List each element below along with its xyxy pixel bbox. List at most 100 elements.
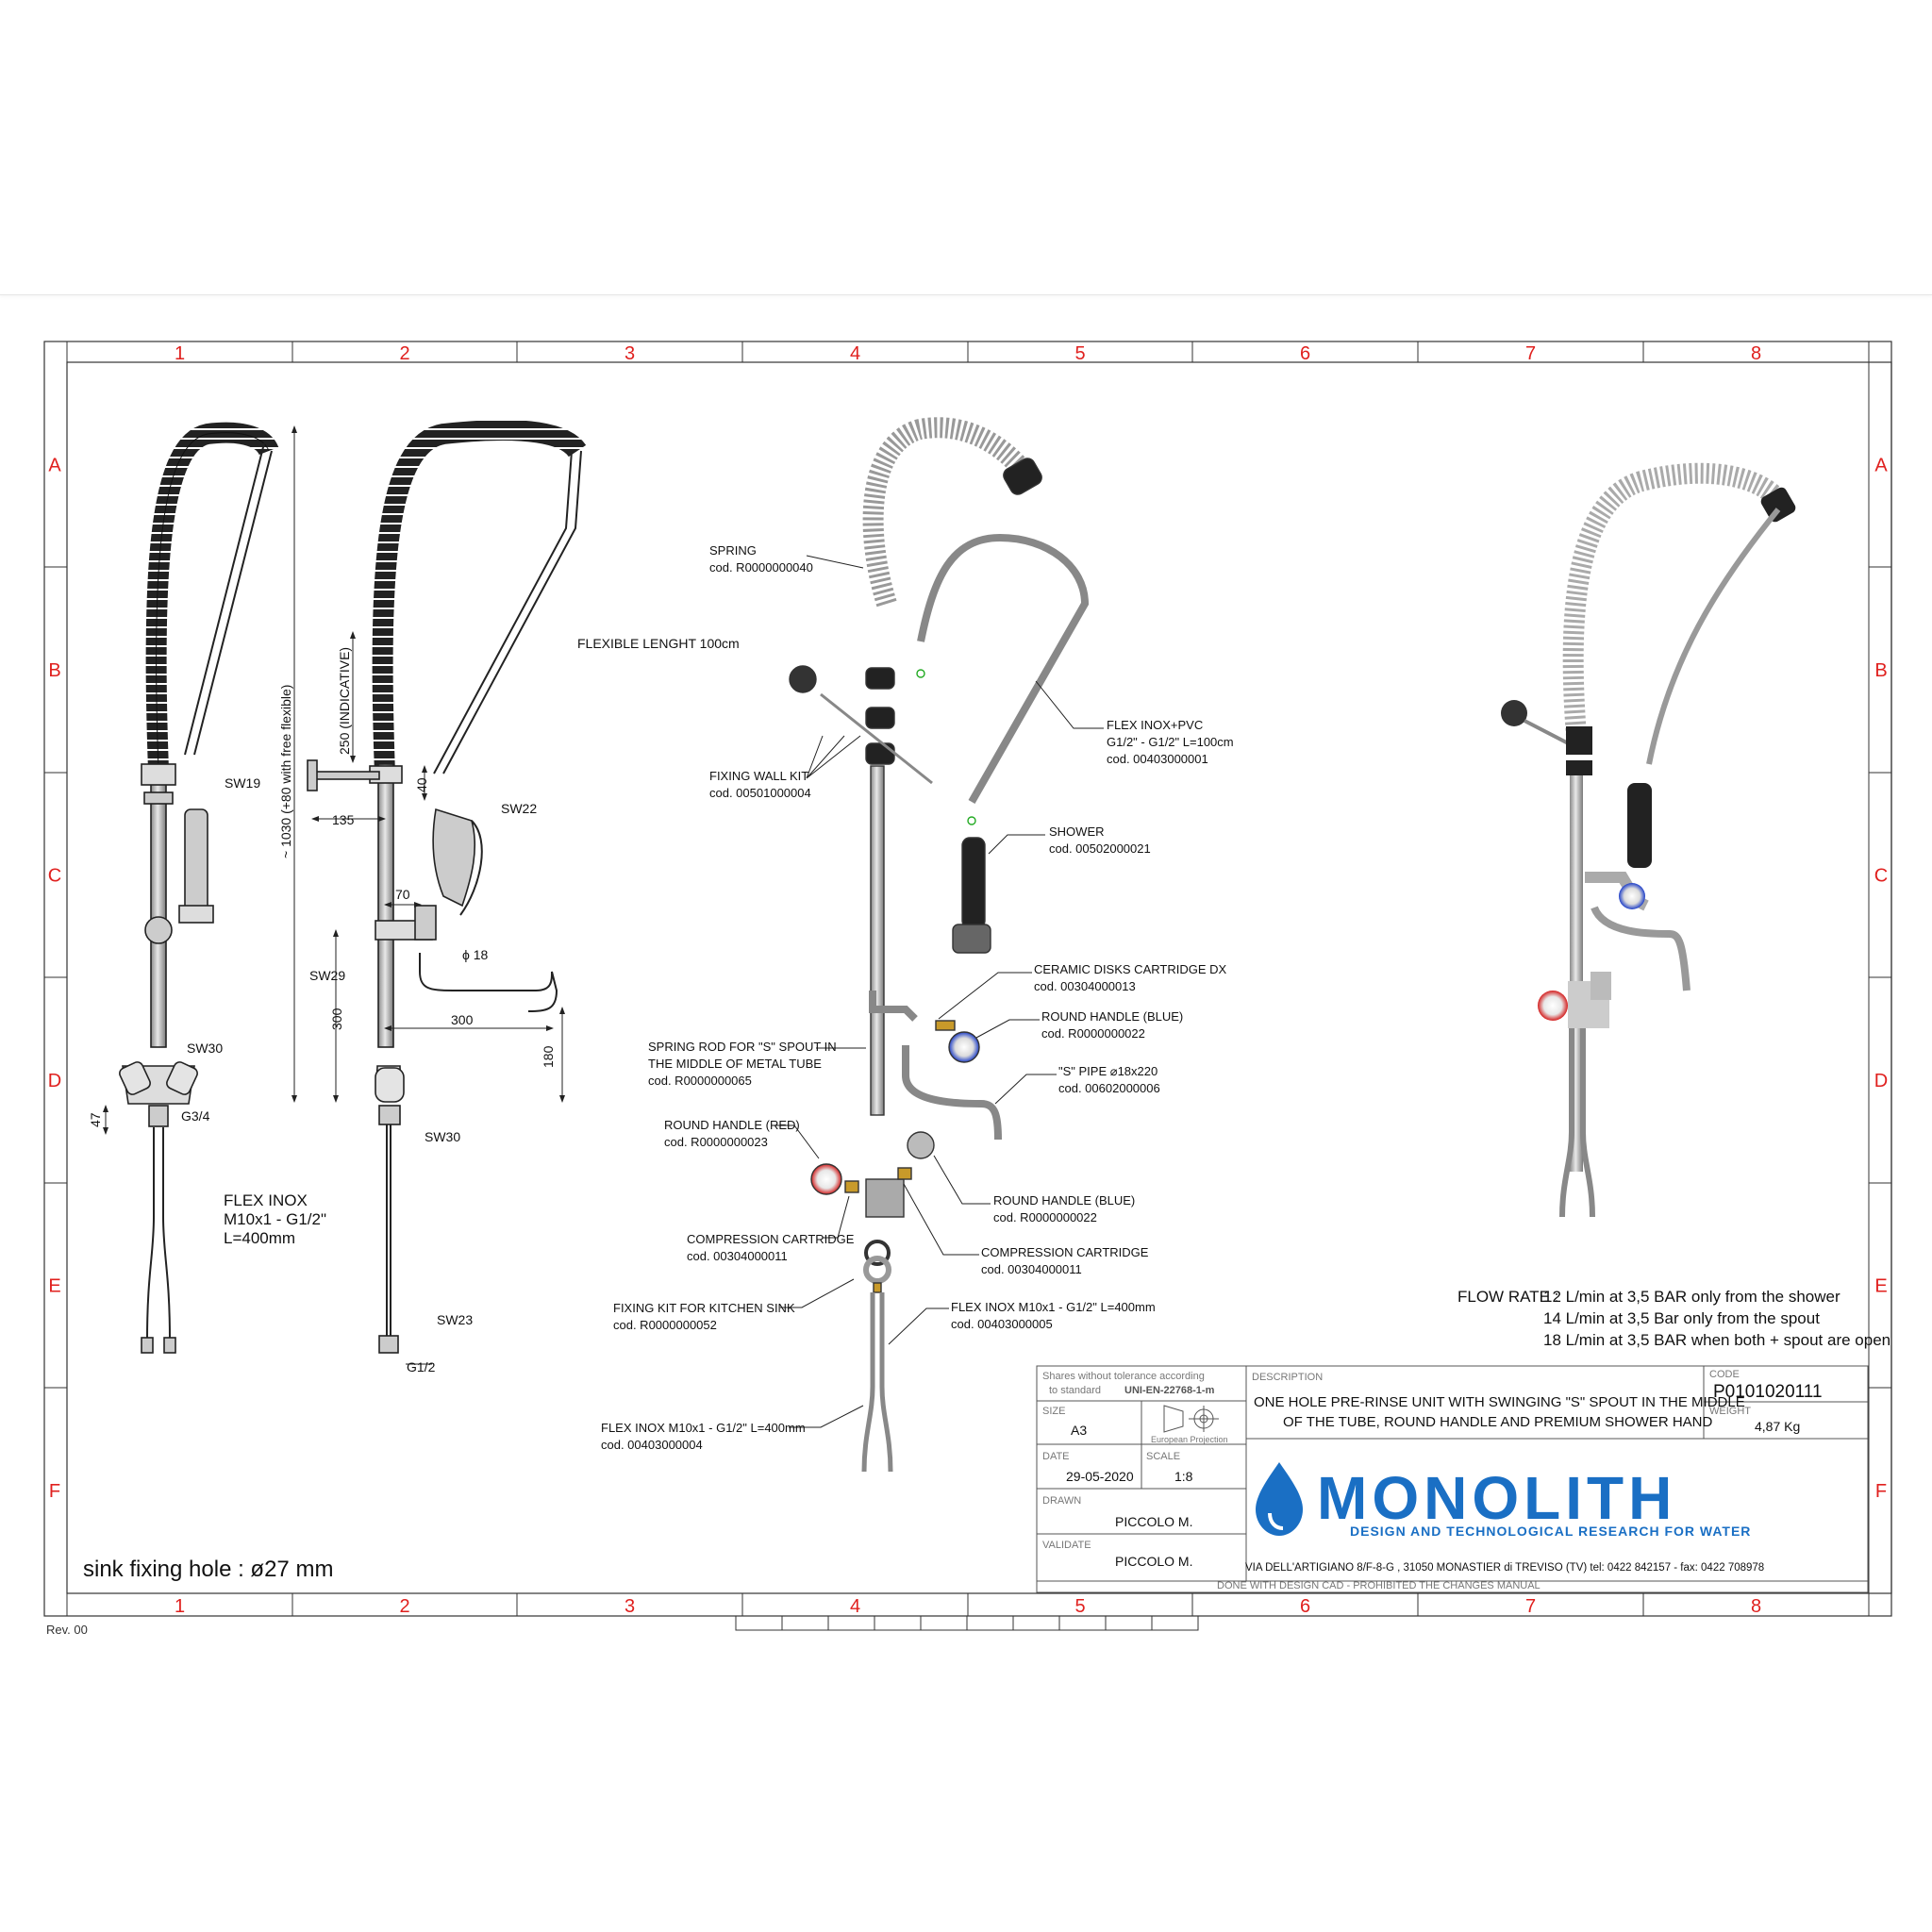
flow-rate-line-3: 18 L/min at 3,5 BAR when both + spout ar… xyxy=(1543,1331,1890,1349)
leader-line-flex-inox-2 xyxy=(789,1405,864,1428)
grid-row-label-right-A: A xyxy=(1874,456,1888,476)
tolerance-line-2: to standard xyxy=(1049,1385,1101,1396)
title-block: Shares without tolerance according to st… xyxy=(1036,1365,1869,1593)
size-label: SIZE xyxy=(1042,1406,1065,1417)
part-label-spring-1: cod. R0000000040 xyxy=(709,560,813,575)
grid-column-label-top-5: 5 xyxy=(1074,343,1085,364)
part-label-compression-cartridge-1-0: COMPRESSION CARTRIDGE xyxy=(687,1232,855,1246)
leader-line-compression-cartridge-1 xyxy=(823,1195,850,1239)
monolith-logo: MONOLITH DESIGN AND TECHNOLOGICAL RESEAR… xyxy=(1256,1462,1751,1539)
part-label-ceramic-disks-1: cod. 00304000013 xyxy=(1034,979,1136,993)
grid-row-label-left-B: B xyxy=(48,660,60,681)
dimension-47: 47 xyxy=(88,1112,103,1127)
part-label-fixing-wall-kit-1: cod. 00501000004 xyxy=(709,786,811,800)
validate-value: PICCOLO M. xyxy=(1115,1554,1192,1569)
grid-column-label-bottom-4: 4 xyxy=(850,1596,860,1617)
flow-rate-note: FLOW RATE : 12 L/min at 3,5 BAR only fro… xyxy=(1457,1288,1890,1349)
part-label-round-handle-blue-1-0: ROUND HANDLE (BLUE) xyxy=(1041,1009,1183,1024)
side-view-labels: SW19 SW22 SW29 SW30 SW30 SW23 G3/4 G1/2 … xyxy=(88,636,740,1374)
dimension-height: ~ 1030 (+80 with free flexible) xyxy=(278,685,293,858)
sink-hole-note: sink fixing hole : ø27 mm xyxy=(83,1557,333,1582)
leader-line-spring xyxy=(806,555,864,569)
tolerance-line-1: Shares without tolerance according xyxy=(1042,1371,1205,1382)
part-label-shower-0: SHOWER xyxy=(1049,824,1105,839)
part-label-flex-inox-pvc-1: G1/2" - G1/2" L=100cm xyxy=(1107,735,1234,749)
dimension-300-horizontal: 300 xyxy=(451,1012,474,1027)
label-flexible-length: FLEXIBLE LENGHT 100cm xyxy=(577,636,740,651)
grid-column-label-top-1: 1 xyxy=(175,343,185,364)
grid-column-label-top-3: 3 xyxy=(625,343,635,364)
label-flex-inox-1: FLEX INOX xyxy=(224,1191,308,1209)
grid-column-label-bottom-1: 1 xyxy=(175,1596,185,1617)
revision-cells xyxy=(735,1615,1199,1631)
part-label-s-pipe-1: cod. 00602000006 xyxy=(1058,1081,1160,1095)
grid-column-label-top-4: 4 xyxy=(850,343,860,364)
exploded-view-callouts xyxy=(775,555,1104,1428)
grid-row-label-right-D: D xyxy=(1874,1071,1888,1091)
dimension-indicative: 250 (INDICATIVE) xyxy=(337,647,352,755)
brand-tagline: DESIGN AND TECHNOLOGICAL RESEARCH FOR WA… xyxy=(1350,1524,1751,1539)
grid-row-label-left-D: D xyxy=(48,1071,61,1091)
part-label-fixing-wall-kit-0: FIXING WALL KIT xyxy=(709,769,808,783)
label-sw30-a: SW30 xyxy=(187,1041,223,1056)
scale-label: SCALE xyxy=(1146,1451,1180,1462)
part-label-compression-cartridge-2-0: COMPRESSION CARTRIDGE xyxy=(981,1245,1149,1259)
scale-value: 1:8 xyxy=(1174,1469,1193,1484)
label-sw29: SW29 xyxy=(309,968,345,983)
leader-line-compression-cartridge-2 xyxy=(903,1183,979,1256)
brand-name: MONOLITH xyxy=(1317,1464,1676,1532)
leader-line-ceramic-disks xyxy=(938,972,1032,1020)
grid-row-label-right-C: C xyxy=(1874,866,1888,887)
drawn-label: DRAWN xyxy=(1042,1495,1081,1507)
dimension-180: 180 xyxy=(541,1045,556,1068)
grid-column-label-top-6: 6 xyxy=(1300,343,1310,364)
grid-row-label-left-C: C xyxy=(48,866,61,887)
part-label-compression-cartridge-2-1: cod. 00304000011 xyxy=(981,1262,1082,1276)
grid-column-label-top-8: 8 xyxy=(1751,343,1761,364)
leader-line-shower xyxy=(988,834,1045,855)
page-header-bar xyxy=(0,0,1932,295)
dimension-phi18: ϕ 18 xyxy=(462,947,489,962)
company-address: VIA DELL'ARTIGIANO 8/F-8-G , 31050 MONAS… xyxy=(1245,1562,1764,1574)
projection-symbol xyxy=(1163,1405,1219,1433)
part-label-round-handle-blue-1-1: cod. R0000000022 xyxy=(1041,1026,1145,1041)
code-value: P0101020111 xyxy=(1713,1382,1823,1402)
part-label-fixing-kit-sink-0: FIXING KIT FOR KITCHEN SINK xyxy=(613,1301,795,1315)
leader-line-flex-inox-pvc xyxy=(1035,680,1104,729)
part-label-flex-inox-1-0: FLEX INOX M10x1 - G1/2" L=400mm xyxy=(951,1300,1156,1314)
grid-column-label-bottom-8: 8 xyxy=(1751,1596,1761,1617)
part-label-flex-inox-pvc-2: cod. 00403000001 xyxy=(1107,752,1208,766)
part-label-spring-rod-1: THE MIDDLE OF METAL TUBE xyxy=(648,1057,822,1071)
grid-row-label-left-F: F xyxy=(49,1481,60,1502)
grid-column-label-bottom-3: 3 xyxy=(625,1596,635,1617)
label-flex-inox-2: M10x1 - G1/2" xyxy=(224,1210,326,1228)
assembled-view-drawing xyxy=(1501,462,1796,1218)
part-label-spring-rod-2: cod. R0000000065 xyxy=(648,1074,752,1088)
leader-line-flex-inox-1 xyxy=(888,1307,949,1345)
weight-value: 4,87 Kg xyxy=(1755,1419,1800,1434)
part-label-round-handle-blue-2-0: ROUND HANDLE (BLUE) xyxy=(993,1193,1135,1208)
dimension-70: 70 xyxy=(395,887,410,902)
description-line-1: ONE HOLE PRE-RINSE UNIT WITH SWINGING "S… xyxy=(1254,1394,1745,1410)
grid-row-label-right-B: B xyxy=(1874,660,1887,681)
part-label-spring-0: SPRING xyxy=(709,543,757,558)
description-label: DESCRIPTION xyxy=(1252,1372,1323,1383)
part-label-round-handle-blue-2-1: cod. R0000000022 xyxy=(993,1210,1097,1224)
part-label-flex-inox-pvc-0: FLEX INOX+PVC xyxy=(1107,718,1203,732)
part-label-compression-cartridge-1-1: cod. 00304000011 xyxy=(687,1249,788,1263)
side-view-drawing xyxy=(119,420,587,1354)
grid-column-label-bottom-2: 2 xyxy=(399,1596,409,1617)
dimension-300-vertical: 300 xyxy=(329,1008,344,1030)
part-label-ceramic-disks-0: CERAMIC DISKS CARTRIDGE DX xyxy=(1034,962,1227,976)
part-label-round-handle-red-1: cod. R0000000023 xyxy=(664,1135,768,1149)
label-sw22: SW22 xyxy=(501,801,537,816)
flow-rate-line-2: 14 L/min at 3,5 Bar only from the spout xyxy=(1543,1309,1820,1327)
grid-column-label-bottom-6: 6 xyxy=(1300,1596,1310,1617)
code-label: CODE xyxy=(1709,1369,1740,1380)
label-g12: G1/2 xyxy=(407,1359,436,1374)
size-value: A3 xyxy=(1071,1423,1087,1438)
flow-rate-line-1: 12 L/min at 3,5 BAR only from the shower xyxy=(1543,1288,1840,1306)
